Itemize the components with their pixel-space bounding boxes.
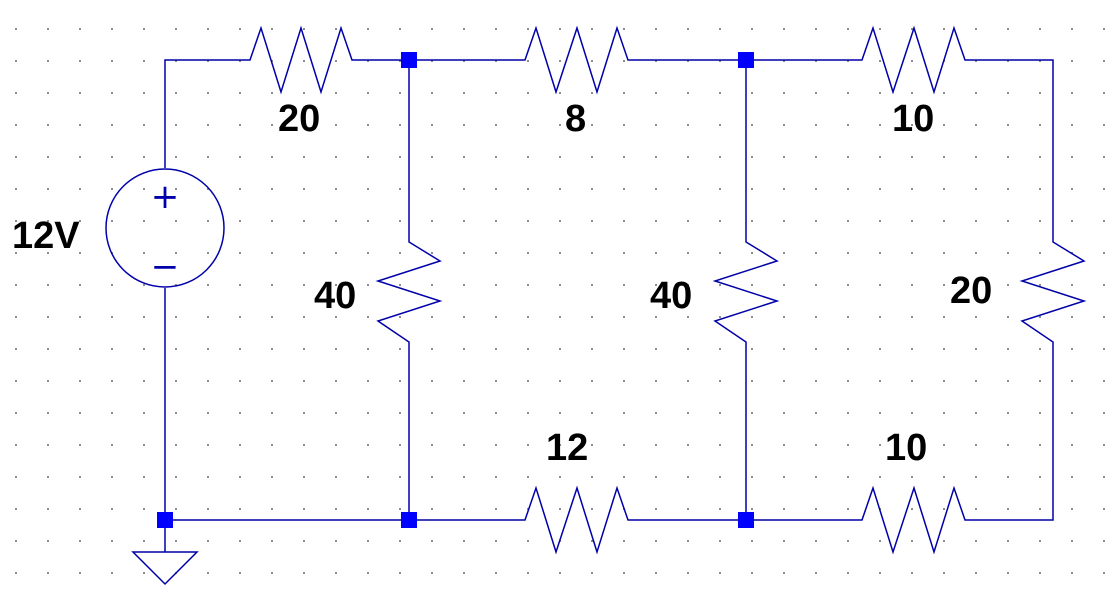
resistor-top-left: 20 — [240, 25, 362, 140]
resistor-bottom-right-symbol — [852, 485, 975, 555]
resistor-shunt-mid-label: 40 — [650, 275, 692, 317]
resistor-bottom-mid: 12 — [515, 427, 638, 555]
resistor-bottom-right: 10 — [852, 427, 975, 555]
voltage-source: + − 12V — [12, 168, 225, 288]
resistor-shunt-mid-symbol — [712, 232, 780, 352]
voltage-source-label: 12V — [12, 215, 80, 257]
ground-icon — [131, 520, 199, 586]
resistor-bottom-right-label: 10 — [885, 427, 927, 469]
wire-source-to-top-left — [164, 59, 240, 168]
resistor-top-mid: 8 — [515, 25, 638, 140]
junction-node[interactable] — [157, 512, 173, 528]
junction-node[interactable] — [738, 52, 754, 68]
resistor-bottom-mid-label: 12 — [546, 427, 588, 469]
minus-icon: − — [151, 247, 180, 287]
resistor-shunt-mid: 40 — [650, 232, 780, 352]
resistor-top-mid-symbol — [515, 25, 638, 95]
resistor-right-side-label: 20 — [950, 270, 992, 312]
resistor-shunt-left: 40 — [314, 232, 443, 352]
resistor-right-side: 20 — [950, 232, 1087, 352]
junction-node[interactable] — [401, 52, 417, 68]
voltage-source-circle — [105, 168, 225, 288]
resistor-shunt-left-label: 40 — [314, 275, 356, 317]
resistor-top-right-label: 10 — [892, 98, 934, 140]
ground-symbol — [131, 520, 199, 586]
resistor-right-side-symbol — [1019, 232, 1087, 352]
wire-right-side-to-bottom — [975, 352, 1054, 521]
resistor-top-left-label: 20 — [278, 98, 320, 140]
wires — [164, 59, 1054, 521]
junction-node[interactable] — [401, 512, 417, 528]
resistor-top-left-symbol — [240, 25, 362, 95]
resistor-shunt-left-symbol — [375, 232, 443, 352]
resistor-top-right: 10 — [852, 25, 975, 140]
plus-icon: + — [151, 177, 180, 217]
junction-nodes — [157, 52, 754, 528]
junction-node[interactable] — [738, 512, 754, 528]
resistor-top-right-symbol — [852, 25, 975, 95]
resistor-bottom-mid-symbol — [515, 485, 638, 555]
wire-top-r10-to-corner — [975, 59, 1054, 232]
resistor-top-mid-label: 8 — [565, 98, 586, 140]
